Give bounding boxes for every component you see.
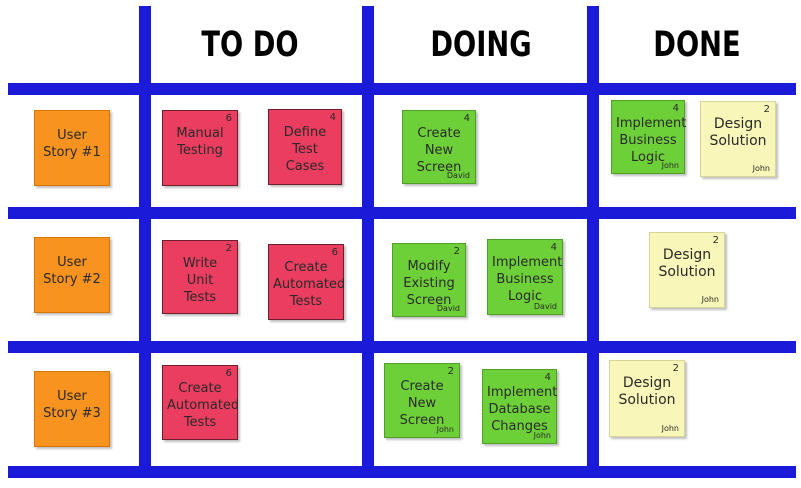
story-points: 4 bbox=[463, 113, 470, 124]
owner-name: John bbox=[661, 424, 679, 433]
grid-line-vertical-1 bbox=[139, 6, 151, 474]
grid-line-vertical-2 bbox=[362, 6, 374, 474]
owner-name: David bbox=[533, 302, 557, 311]
grid-line-horizontal-3 bbox=[8, 341, 796, 353]
column-header-done: DONE bbox=[653, 25, 741, 65]
grid-line-horizontal-2 bbox=[8, 207, 796, 219]
grid-line-horizontal-1 bbox=[8, 83, 796, 95]
story-points: 2 bbox=[763, 104, 770, 115]
owner-name: John bbox=[533, 431, 551, 440]
story-points: 4 bbox=[544, 372, 551, 383]
owner-name: David bbox=[436, 304, 460, 313]
grid-line-horizontal-4 bbox=[8, 466, 796, 478]
owner-name: David bbox=[446, 171, 470, 180]
owner-name: John bbox=[436, 425, 454, 434]
story-points: 2 bbox=[712, 235, 719, 246]
owner-name: John bbox=[661, 161, 679, 170]
story-points: 4 bbox=[550, 242, 557, 253]
story-points: 6 bbox=[331, 247, 338, 258]
column-header-todo: TO DO bbox=[201, 25, 299, 65]
story-points: 6 bbox=[225, 113, 232, 124]
story-points: 4 bbox=[329, 112, 336, 123]
story-points: 2 bbox=[447, 366, 454, 377]
column-header-doing: DOING bbox=[430, 25, 532, 65]
grid-line-vertical-3 bbox=[587, 6, 599, 474]
owner-name: John bbox=[752, 164, 770, 173]
story-points: 4 bbox=[672, 103, 679, 114]
story-points: 2 bbox=[225, 243, 232, 254]
story-points: 2 bbox=[672, 363, 679, 374]
owner-name: John bbox=[701, 295, 719, 304]
story-points: 6 bbox=[225, 368, 232, 379]
story-points: 2 bbox=[453, 246, 460, 257]
